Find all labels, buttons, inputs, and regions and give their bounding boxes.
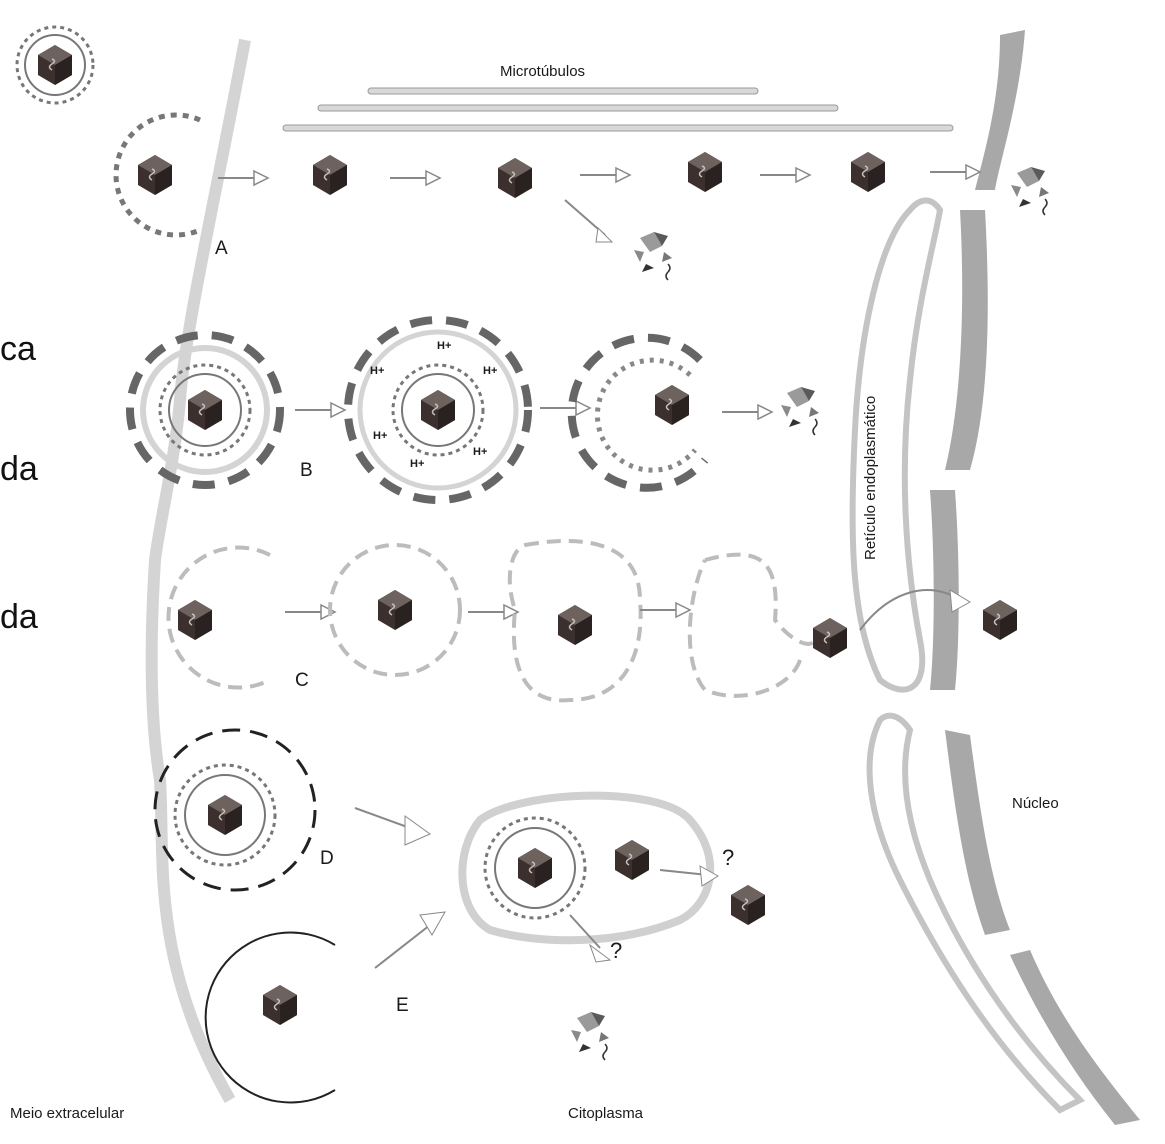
extracellular-label: Meio extracelular	[10, 1105, 124, 1122]
route-c-label: C	[295, 670, 309, 692]
route-e-label: E	[396, 995, 409, 1017]
route-b	[130, 320, 819, 500]
proton-label: H+	[370, 365, 384, 377]
plasma-membrane	[152, 40, 245, 1100]
endosome	[462, 796, 765, 1060]
proton-label: H+	[473, 446, 487, 458]
cutoff-text: da	[0, 450, 38, 489]
proton-label: H+	[373, 430, 387, 442]
er-label: Retículo endoplasmático	[862, 396, 879, 560]
proton-label: H+	[437, 340, 451, 352]
microtubules	[283, 88, 953, 131]
route-a	[116, 115, 1049, 280]
nucleus-label: Núcleo	[1012, 795, 1059, 812]
proton-label: H+	[410, 458, 424, 470]
route-d	[155, 730, 430, 890]
proton-label: H+	[483, 365, 497, 377]
microtubules-label: Microtúbulos	[500, 63, 585, 80]
route-e	[206, 912, 445, 1103]
route-b-label: B	[300, 460, 313, 482]
route-a-label: A	[215, 238, 228, 260]
cutoff-text: da	[0, 598, 38, 637]
free-enveloped-virion	[17, 27, 93, 103]
question-mark: ?	[610, 938, 622, 964]
cytoplasm-label: Citoplasma	[568, 1105, 643, 1122]
cutoff-text: ca	[0, 330, 36, 369]
question-mark: ?	[722, 845, 734, 871]
nuclear-envelope	[930, 30, 1140, 1125]
route-d-label: D	[320, 848, 334, 870]
